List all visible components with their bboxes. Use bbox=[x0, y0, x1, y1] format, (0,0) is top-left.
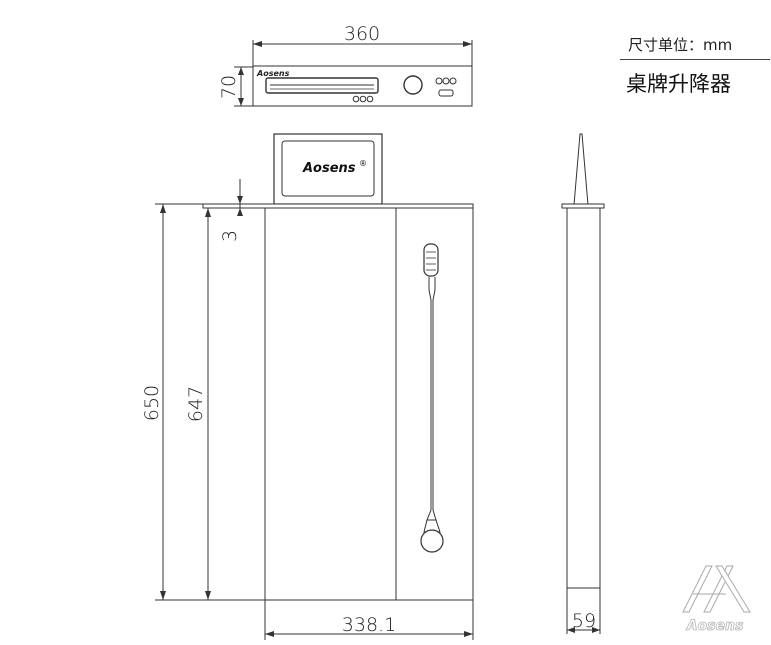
title-divider bbox=[620, 59, 770, 60]
dim-panel-gap: 3 bbox=[219, 230, 241, 242]
screen-logo: Aosens bbox=[302, 161, 356, 176]
dim-side-width: 59 bbox=[572, 610, 596, 632]
dim-total-height: 650 bbox=[141, 385, 163, 421]
indicator-icon bbox=[366, 95, 374, 103]
indicator-icon bbox=[359, 95, 367, 103]
watermark-text: Aosens bbox=[686, 618, 744, 634]
dim-body-width: 338.1 bbox=[342, 614, 396, 636]
microphone-icon bbox=[423, 243, 439, 277]
side-view: 59 bbox=[561, 133, 605, 634]
button-icon bbox=[449, 77, 457, 85]
unit-label: 尺寸单位：mm bbox=[628, 36, 733, 54]
dim-body-height: 647 bbox=[185, 386, 207, 422]
panel-logo: Aosens bbox=[256, 69, 290, 78]
indicator-icon bbox=[352, 95, 360, 103]
knob-icon bbox=[403, 75, 423, 95]
button-icon bbox=[442, 77, 450, 85]
dim-top-height: 70 bbox=[218, 75, 240, 99]
registered-mark: ® bbox=[359, 159, 367, 168]
top-view: 360 70 Aosens bbox=[218, 23, 473, 107]
switch-icon bbox=[438, 89, 454, 97]
watermark-logo: Aosens bbox=[682, 565, 751, 634]
product-title: 桌牌升降器 bbox=[626, 72, 731, 96]
button-icon bbox=[435, 77, 443, 85]
front-view: Aosens ® 3 650 647 bbox=[141, 133, 474, 640]
dim-top-width: 360 bbox=[344, 23, 380, 45]
